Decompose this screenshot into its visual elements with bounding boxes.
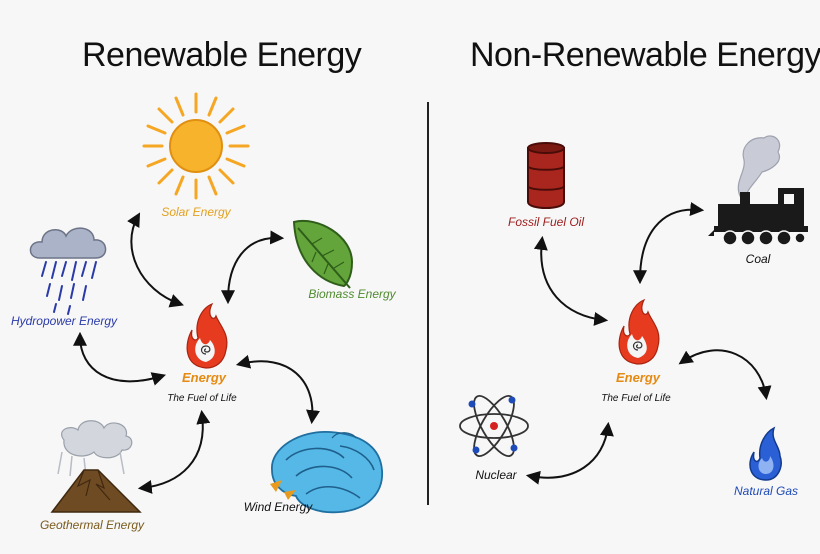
- nonrenewable-fuel-of-life-label: The Fuel of Life: [601, 393, 671, 404]
- hydropower-energy-label: Hydropower Energy: [10, 314, 118, 328]
- fire-spiral-icon: [186, 302, 228, 369]
- leaf-icon: [292, 219, 354, 289]
- renewable-title: Renewable Energy: [82, 36, 362, 74]
- gas-flame-icon: [749, 426, 782, 481]
- geothermal-energy-label: Geothermal Energy: [39, 518, 145, 532]
- volcano-icon: [50, 420, 142, 513]
- natural-gas-label: Natural Gas: [733, 484, 799, 498]
- coal-label: Coal: [745, 252, 771, 266]
- nonrenewable-title: Non-Renewable Energy: [470, 36, 820, 74]
- wind-wave-icon: [270, 431, 383, 514]
- nuclear-label: Nuclear: [475, 468, 517, 482]
- oil-barrel-icon: [527, 142, 565, 209]
- biomass-energy-label: Biomass Energy: [308, 287, 396, 301]
- solar-energy-label: Solar Energy: [161, 205, 231, 219]
- nonrenewable-energy-center-label: Energy: [615, 370, 661, 385]
- fossil-fuel-oil-label: Fossil Fuel Oil: [507, 215, 585, 229]
- wind-energy-label: Wind Energy: [243, 500, 313, 514]
- steam-train-icon: [708, 135, 808, 246]
- renewable-energy-center-label: Energy: [181, 370, 227, 385]
- sun-icon: [142, 92, 250, 200]
- renewable-arrows: [73, 212, 320, 494]
- fire-spiral-icon: [618, 298, 660, 365]
- rain-cloud-icon: [29, 227, 107, 315]
- atom-icon: [459, 395, 529, 457]
- renewable-fuel-of-life-label: The Fuel of Life: [167, 393, 237, 404]
- nonrenewable-arrows: [525, 202, 772, 485]
